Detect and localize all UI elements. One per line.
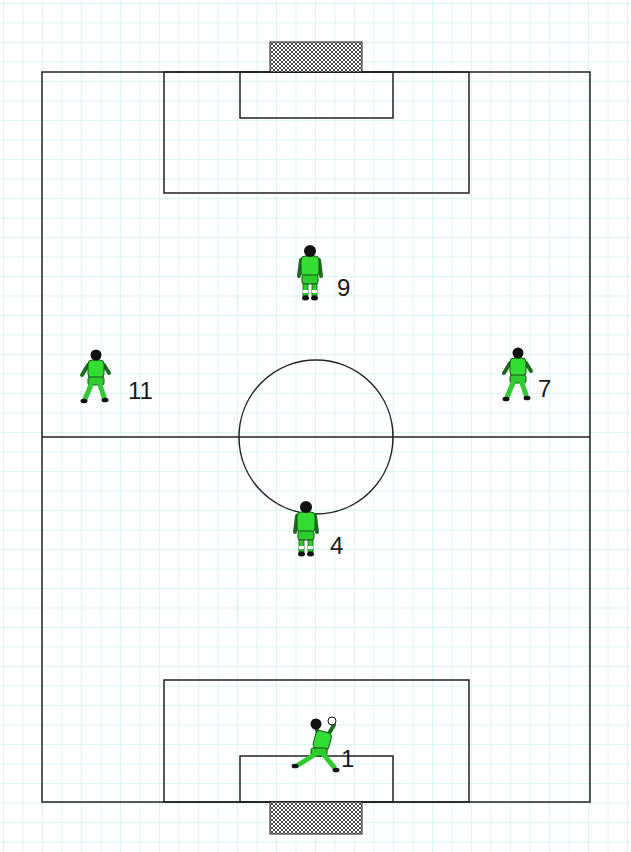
pitch-markings [42,72,590,802]
penalty-area [164,680,469,802]
halfway-line [42,436,590,438]
centre-circle [239,360,393,514]
goal-area [240,72,393,118]
touchline [42,72,590,802]
goalkeeper-figure [292,717,340,772]
player-figure [81,350,110,404]
goal-area [240,756,393,802]
callout-number: 9 [337,274,350,302]
player-figure [299,245,321,301]
player-figure [295,501,317,557]
callout-number: 1 [341,745,354,773]
player-figure [503,348,532,402]
penalty-area [164,72,469,193]
callout-number: 11 [128,377,153,405]
callout-number: 4 [330,532,343,560]
callout-number: 7 [538,375,551,403]
goal-net [270,802,362,834]
goal-net [270,42,362,72]
